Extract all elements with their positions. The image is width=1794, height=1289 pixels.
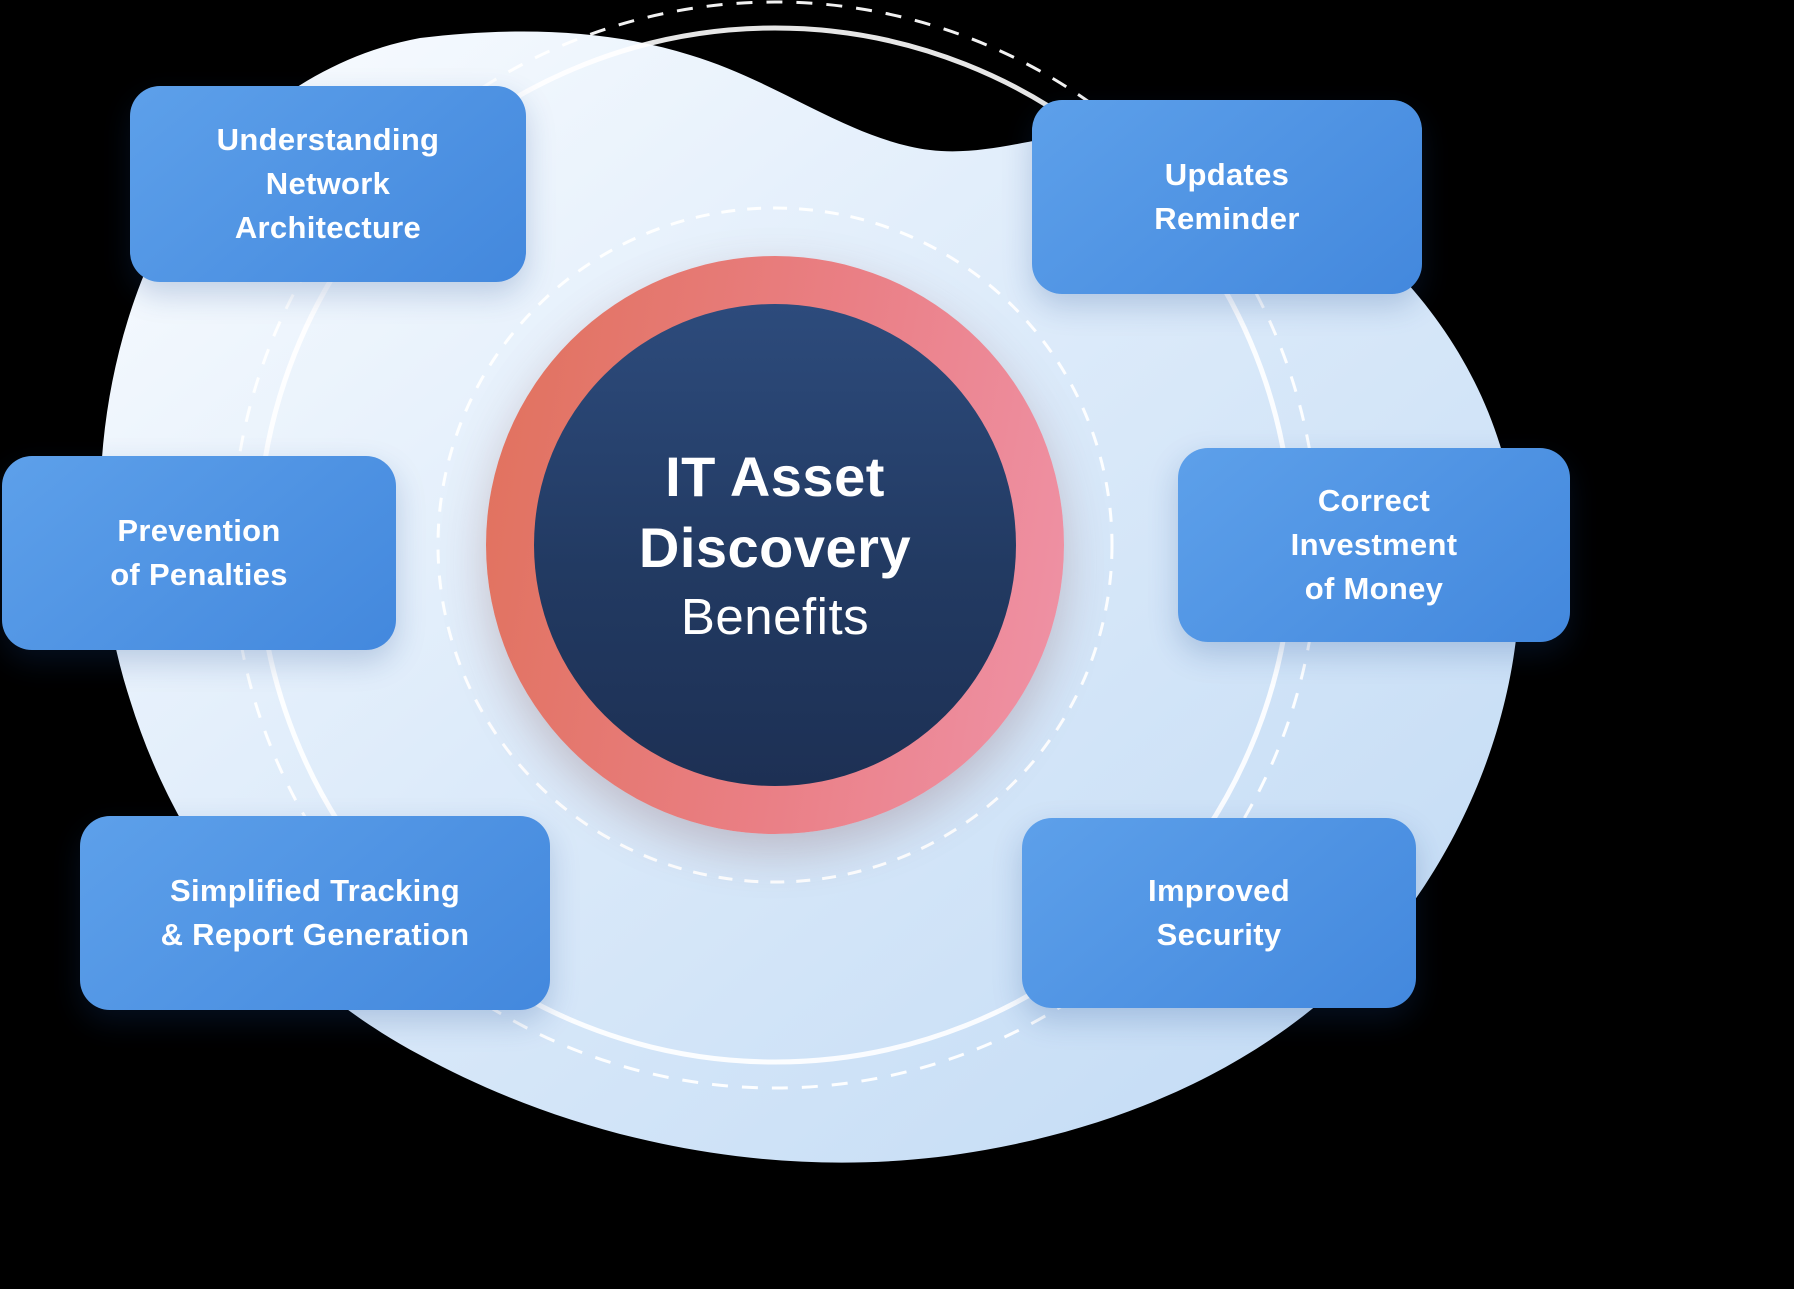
- benefit-label: Improved Security: [1148, 872, 1290, 952]
- benefit-card-simplified-tracking-report-generation: Simplified Tracking & Report Generation: [80, 816, 550, 1010]
- center-title-line3: Benefits: [680, 588, 870, 646]
- benefit-card-correct-investment-of-money: Correct Investment of Money: [1178, 448, 1570, 642]
- benefit-label: Correct Investment of Money: [1290, 482, 1458, 606]
- center-title-line1: IT Asset: [665, 444, 885, 508]
- center-circle: IT Asset Discovery Benefits: [534, 304, 1016, 786]
- center-title: IT Asset Discovery Benefits: [639, 441, 911, 650]
- benefit-label: Simplified Tracking & Report Generation: [160, 872, 470, 952]
- benefit-card-improved-security: Improved Security: [1022, 818, 1416, 1008]
- center-coral-ring: IT Asset Discovery Benefits: [486, 256, 1064, 834]
- benefit-card-prevention-of-penalties: Prevention of Penalties: [2, 456, 396, 650]
- benefit-label: Updates Reminder: [1154, 156, 1300, 236]
- benefit-card-understanding-network-architecture: Understanding Network Architecture: [130, 86, 526, 282]
- benefit-card-updates-reminder: Updates Reminder: [1032, 100, 1422, 294]
- benefit-label: Prevention of Penalties: [110, 512, 288, 592]
- inner-dashed-orbit-circle: [436, 206, 1114, 884]
- benefit-label: Understanding Network Architecture: [216, 121, 440, 245]
- center-title-line2: Discovery: [638, 516, 912, 580]
